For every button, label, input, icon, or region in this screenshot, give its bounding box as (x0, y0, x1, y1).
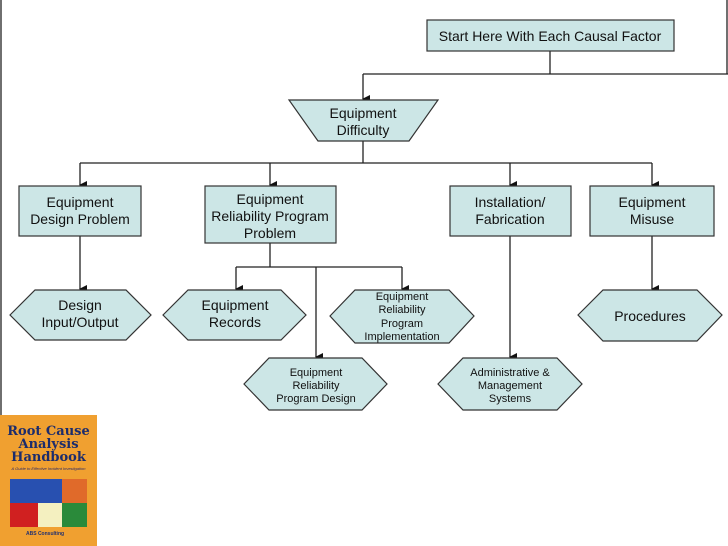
svg-text:Records: Records (209, 314, 261, 330)
svg-text:Reliability Program: Reliability Program (211, 208, 328, 224)
puzzle-red (10, 503, 38, 527)
svg-text:Equipment: Equipment (237, 191, 304, 207)
svg-text:Procedures: Procedures (614, 308, 686, 324)
reliability-program-problem-node: Equipment Reliability Program Problem (204, 185, 337, 244)
svg-text:Reliability: Reliability (378, 304, 426, 316)
svg-text:Reliability: Reliability (292, 380, 340, 392)
puzzle-green (62, 503, 87, 527)
svg-text:Difficulty: Difficulty (337, 122, 390, 138)
program-design-node: Equipment Reliability Program Design (243, 357, 388, 411)
start-node: Start Here With Each Causal Factor (426, 19, 675, 52)
svg-text:Management: Management (478, 380, 542, 392)
equipment-misuse-node: Equipment Misuse (589, 185, 715, 237)
svg-text:Equipment: Equipment (376, 291, 429, 303)
svg-text:Equipment: Equipment (290, 367, 343, 379)
design-input-output-node: Design Input/Output (9, 289, 152, 341)
svg-text:Program: Program (381, 318, 423, 330)
svg-text:Misuse: Misuse (630, 211, 675, 227)
svg-text:Fabrication: Fabrication (475, 211, 544, 227)
connectors (79, 51, 728, 361)
svg-text:Administrative &: Administrative & (470, 367, 550, 379)
svg-text:Installation/: Installation/ (475, 194, 546, 210)
puzzle-blue (10, 479, 62, 503)
svg-text:Problem: Problem (244, 225, 296, 241)
svg-text:Implementation: Implementation (364, 331, 439, 343)
administrative-management-node: Administrative & Management Systems (437, 357, 583, 411)
design-problem-node: Equipment Design Problem (18, 185, 142, 237)
procedures-node: Procedures (577, 289, 723, 342)
svg-text:Equipment: Equipment (202, 297, 269, 313)
book-subtitle: A Guide to Effective Incident Investigat… (11, 466, 86, 471)
equipment-difficulty-node: Equipment Difficulty (287, 99, 440, 142)
svg-text:Input/Output: Input/Output (41, 314, 118, 330)
svg-text:Equipment: Equipment (330, 105, 397, 121)
svg-text:Program Design: Program Design (276, 393, 355, 405)
svg-text:Equipment: Equipment (47, 194, 114, 210)
puzzle-orange (62, 479, 87, 503)
svg-text:Start Here With Each Causal Fa: Start Here With Each Causal Factor (439, 28, 662, 44)
puzzle-cream (38, 503, 62, 527)
installation-fabrication-node: Installation/ Fabrication (449, 185, 572, 237)
svg-text:Design: Design (58, 297, 102, 313)
svg-text:Design Problem: Design Problem (30, 211, 130, 227)
program-implementation-node: Equipment Reliability Program Implementa… (329, 289, 475, 344)
svg-text:Systems: Systems (489, 393, 532, 405)
equipment-records-node: Equipment Records (162, 289, 307, 341)
svg-text:Equipment: Equipment (619, 194, 686, 210)
book-publisher: ABS Consulting (26, 531, 65, 537)
